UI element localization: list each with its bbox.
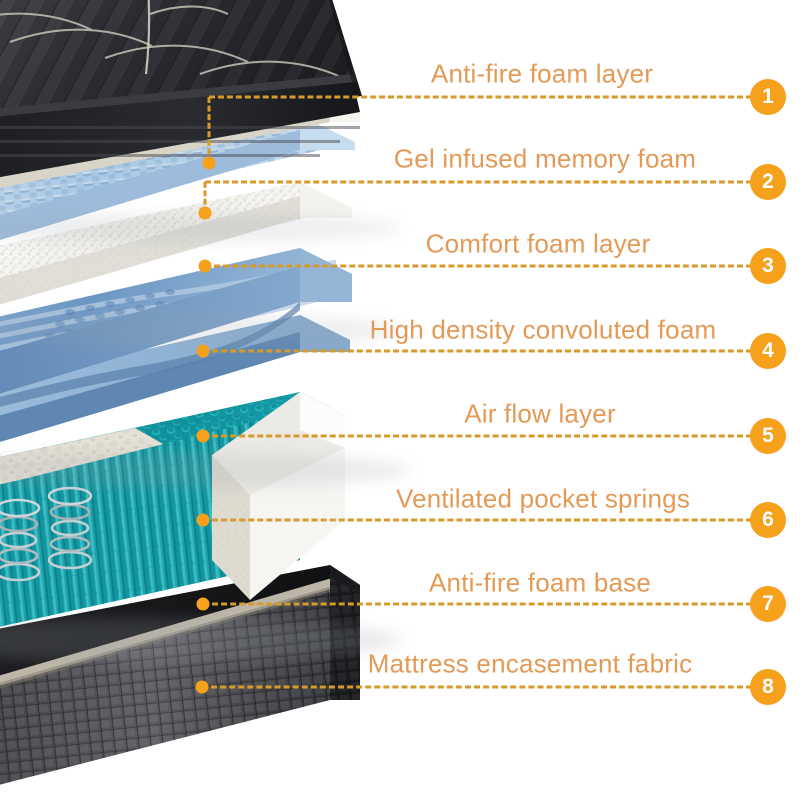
layer-label-4: High density convoluted foam [369, 314, 717, 345]
layer-2-gel-memory-foam [0, 116, 355, 240]
layer-label-5: Air flow layer [464, 398, 616, 429]
layer-label-6: Ventilated pocket springs [395, 483, 691, 514]
anchor-dot-6 [196, 513, 210, 527]
layer-label-2: Gel infused memory foam [393, 143, 697, 174]
layer-badge-6[interactable]: 6 [751, 503, 785, 537]
layer-badge-4[interactable]: 4 [751, 334, 785, 368]
layer-badge-8[interactable]: 8 [751, 670, 785, 704]
anchor-dot-7 [196, 597, 210, 611]
layer-badge-5[interactable]: 5 [751, 419, 785, 453]
leader-line-7 [203, 602, 752, 606]
leader-line-5 [203, 434, 752, 438]
layer-label-7: Anti-fire foam base [428, 567, 652, 598]
metal-coils-cutaway [0, 486, 93, 582]
leader-line-6 [203, 518, 752, 522]
quilted-top-panel [0, 0, 362, 178]
leader-line-3 [205, 264, 752, 268]
quilt-stitch-lines [0, 5, 344, 79]
anchor-dot-2 [198, 206, 212, 220]
layer-badge-1[interactable]: 1 [751, 80, 785, 114]
leader-elbow-2 [203, 182, 207, 213]
leader-line-2 [205, 180, 752, 184]
leader-line-4 [203, 349, 752, 353]
layer-badge-2[interactable]: 2 [751, 165, 785, 199]
anchor-dot-1 [202, 156, 216, 170]
layer-label-3: Comfort foam layer [425, 228, 651, 259]
leader-line-8 [202, 685, 752, 689]
anchor-dot-5 [196, 429, 210, 443]
anchor-dot-3 [198, 259, 212, 273]
layer-badge-3[interactable]: 3 [751, 249, 785, 283]
leader-line-1 [209, 95, 752, 99]
leader-elbow-1 [207, 97, 211, 163]
layer-label-1: Anti-fire foam layer [430, 58, 654, 89]
layer-label-8: Mattress encasement fabric [367, 648, 693, 679]
anchor-dot-4 [196, 344, 210, 358]
anchor-dot-8 [195, 680, 209, 694]
layer-badge-7[interactable]: 7 [751, 587, 785, 621]
